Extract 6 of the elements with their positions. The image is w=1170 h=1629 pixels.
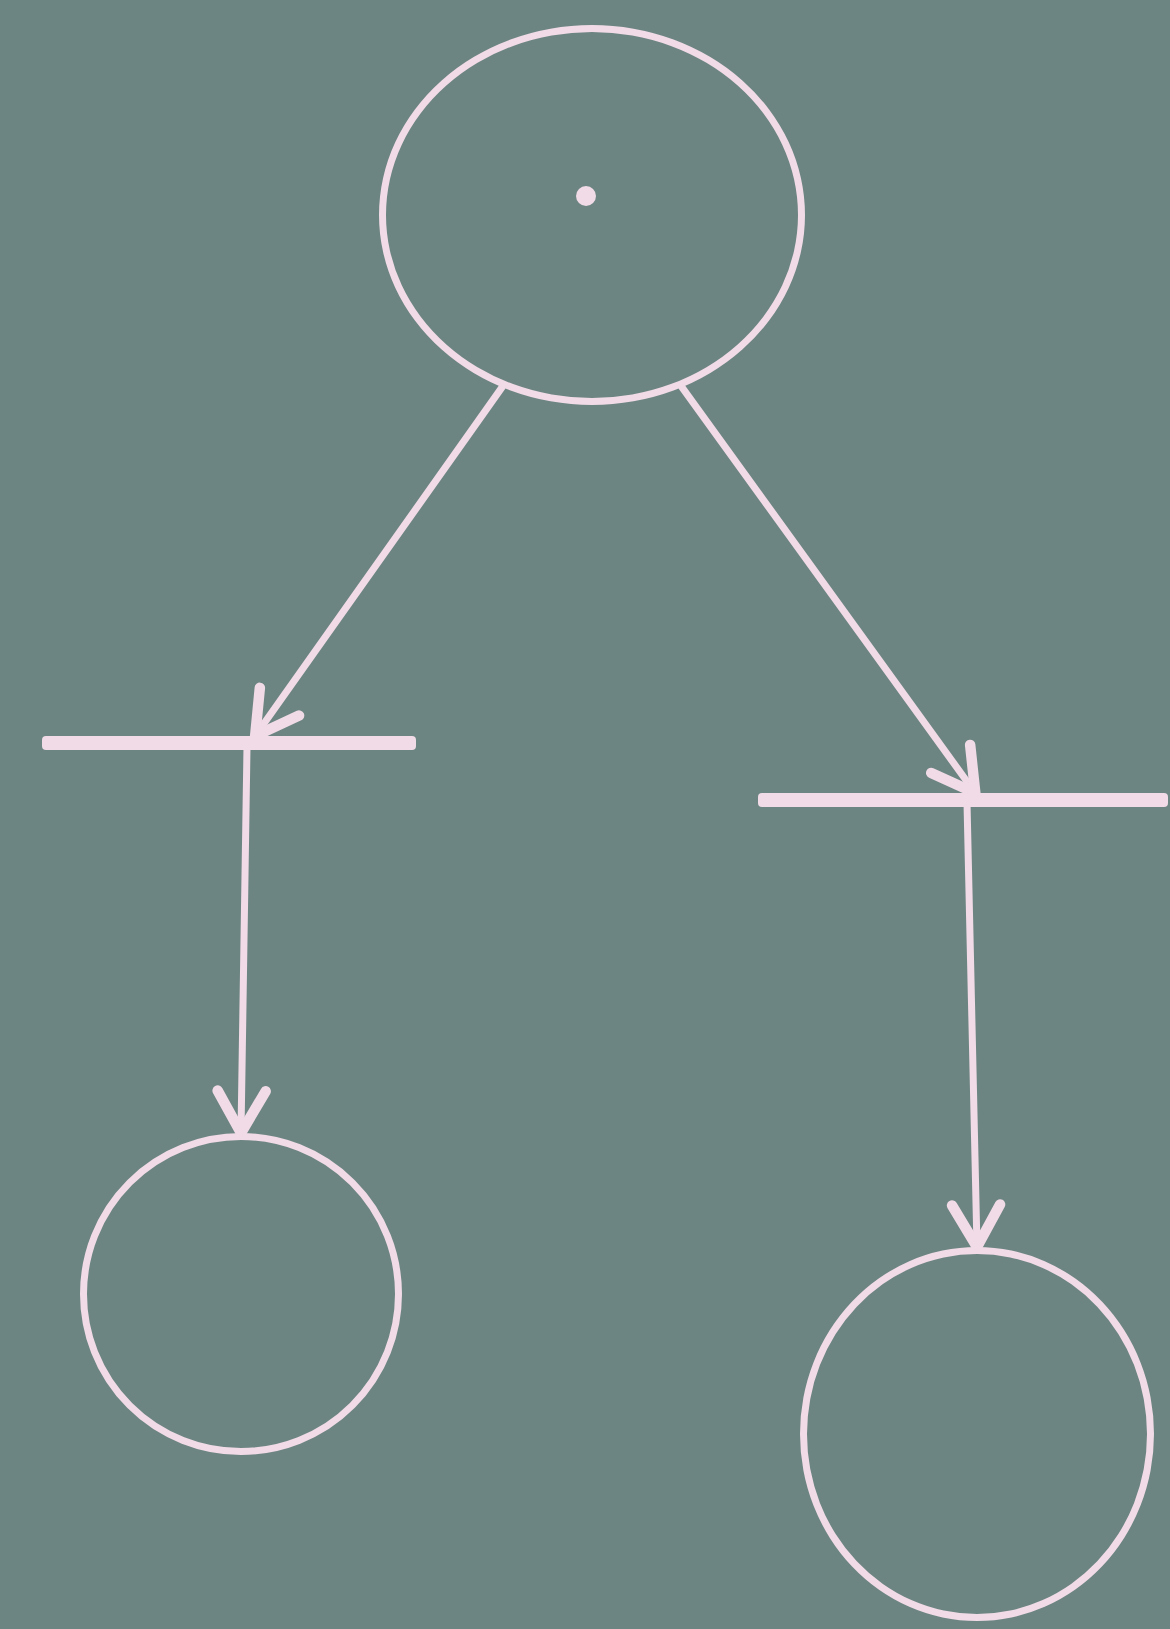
token-dot (575, 185, 596, 206)
place-circle (800, 1247, 1154, 1621)
transition-bar (42, 736, 416, 750)
transition-bar (758, 793, 1168, 807)
place-circle (379, 25, 805, 405)
place-circle (80, 1133, 402, 1455)
